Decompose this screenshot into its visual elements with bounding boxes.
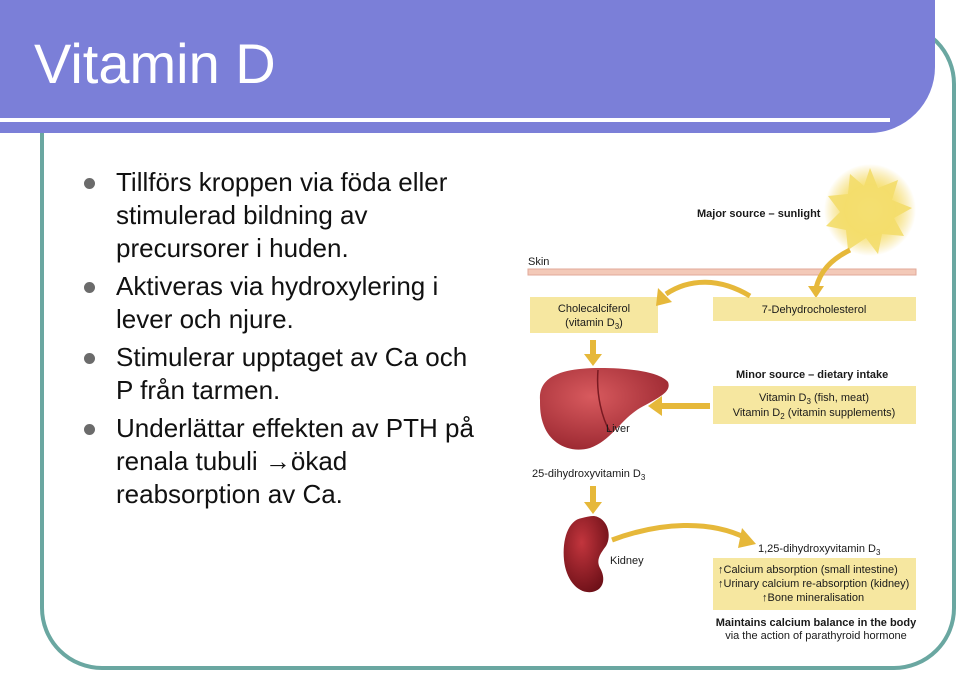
down-arrowhead-1	[584, 354, 602, 366]
bullet-item: Underlättar effekten av PTH på renala tu…	[70, 412, 490, 511]
sun-icon	[824, 164, 916, 256]
cholecalciferol-line2: (vitamin D3)	[565, 317, 623, 331]
effect-3: ↑Bone mineralisation	[762, 592, 864, 604]
bullet-text: Underlättar effekten av PTH på renala tu…	[116, 413, 474, 509]
liver-label: Liver	[606, 423, 630, 435]
maintains-label: Maintains calcium balance in the body	[716, 617, 917, 629]
bullet-item: Stimulerar upptaget av Ca och P från tar…	[70, 341, 490, 407]
bullet-dot-icon	[84, 282, 95, 293]
hydroxy25-label: 25-dihydroxyvitamin D3	[532, 468, 646, 482]
effect-1: ↑Calcium absorption (small intestine)	[718, 564, 898, 576]
vitd3-line: Vitamin D3 (fish, meat)	[759, 392, 869, 406]
major-source-label: Major source – sunlight	[697, 208, 821, 220]
hydroxy125-a: 1,25-dihydroxyvitamin D	[758, 543, 876, 555]
effect-2-text: Urinary calcium re-absorption (kidney)	[724, 578, 910, 590]
effect-1-text: Calcium absorption (small intestine)	[724, 564, 898, 576]
conversion-arrow	[664, 279, 752, 299]
vitd3-b: (fish, meat)	[811, 392, 869, 404]
kidney-label: Kidney	[610, 555, 644, 567]
hydroxy125-sub: 3	[876, 548, 881, 557]
bullet-dot-icon	[84, 424, 95, 435]
bullet-text: Tillförs kroppen via föda eller stimuler…	[116, 167, 448, 263]
vitd2-a: Vitamin D	[733, 407, 781, 419]
conversion-arrowhead	[656, 288, 672, 306]
hydroxy125-label: 1,25-dihydroxyvitamin D3	[758, 543, 881, 557]
hydroxy25-a: 25-dihydroxyvitamin D	[532, 468, 641, 480]
bullet-item: Tillförs kroppen via föda eller stimuler…	[70, 166, 490, 265]
effects-box	[713, 558, 916, 610]
skin-layer	[527, 268, 917, 276]
vitd2-b: (vitamin supplements)	[785, 407, 896, 419]
down-arrow-2	[590, 486, 596, 504]
vitd3-a: Vitamin D	[759, 392, 807, 404]
skin-label: Skin	[528, 256, 549, 268]
dehydrocholesterol-label: 7-Dehydrocholesterol	[762, 304, 867, 316]
cholecalciferol-line1: Cholecalciferol	[558, 303, 630, 315]
liver-line	[596, 369, 611, 433]
dietary-arrowhead	[648, 396, 662, 416]
minor-source-label: Minor source – dietary intake	[736, 369, 888, 381]
bullet-dot-icon	[84, 353, 95, 364]
dietary-box	[713, 386, 916, 424]
vitamin-d-diagram: Major source – sunlight Skin Cholecalcif…	[527, 164, 917, 642]
bullet-text: Aktiveras via hydroxylering i lever och …	[116, 271, 439, 334]
bullet-text: Stimulerar upptaget av Ca och P från tar…	[116, 342, 468, 405]
kidney-arrow	[611, 523, 748, 543]
cholecalciferol-box	[530, 297, 658, 333]
title-underline	[0, 118, 890, 122]
cholecalciferol-sub: 3	[615, 322, 620, 331]
dehydrocholesterol-box	[713, 297, 916, 321]
vitd2-sub: 2	[780, 412, 785, 421]
bullet-list: Tillförs kroppen via föda eller stimuler…	[70, 166, 490, 516]
sunlight-arrow	[813, 247, 852, 289]
liver-icon	[539, 368, 669, 450]
hydroxy25-sub: 3	[641, 473, 646, 482]
effect-2: ↑Urinary calcium re-absorption (kidney)	[718, 578, 909, 590]
vitd2-line: Vitamin D2 (vitamin supplements)	[733, 407, 896, 421]
kidney-arrowhead	[738, 528, 756, 548]
slide-title: Vitamin D	[34, 32, 276, 95]
down-arrowhead-2	[584, 502, 602, 514]
bullet-dot-icon	[84, 178, 95, 189]
kidney-icon	[563, 516, 609, 593]
title-bar: Vitamin D	[0, 0, 935, 133]
cholecalciferol-line2-a: (vitamin D	[565, 317, 615, 329]
down-arrow-1	[590, 340, 596, 356]
cholecalciferol-end: )	[619, 317, 623, 329]
vitd3-sub: 3	[806, 397, 811, 406]
bullet-item: Aktiveras via hydroxylering i lever och …	[70, 270, 490, 336]
sunlight-arrowhead	[808, 286, 824, 298]
dietary-arrow	[660, 403, 710, 409]
effect-3-text: Bone mineralisation	[768, 592, 865, 604]
via-label: via the action of parathyroid hormone	[725, 630, 907, 642]
